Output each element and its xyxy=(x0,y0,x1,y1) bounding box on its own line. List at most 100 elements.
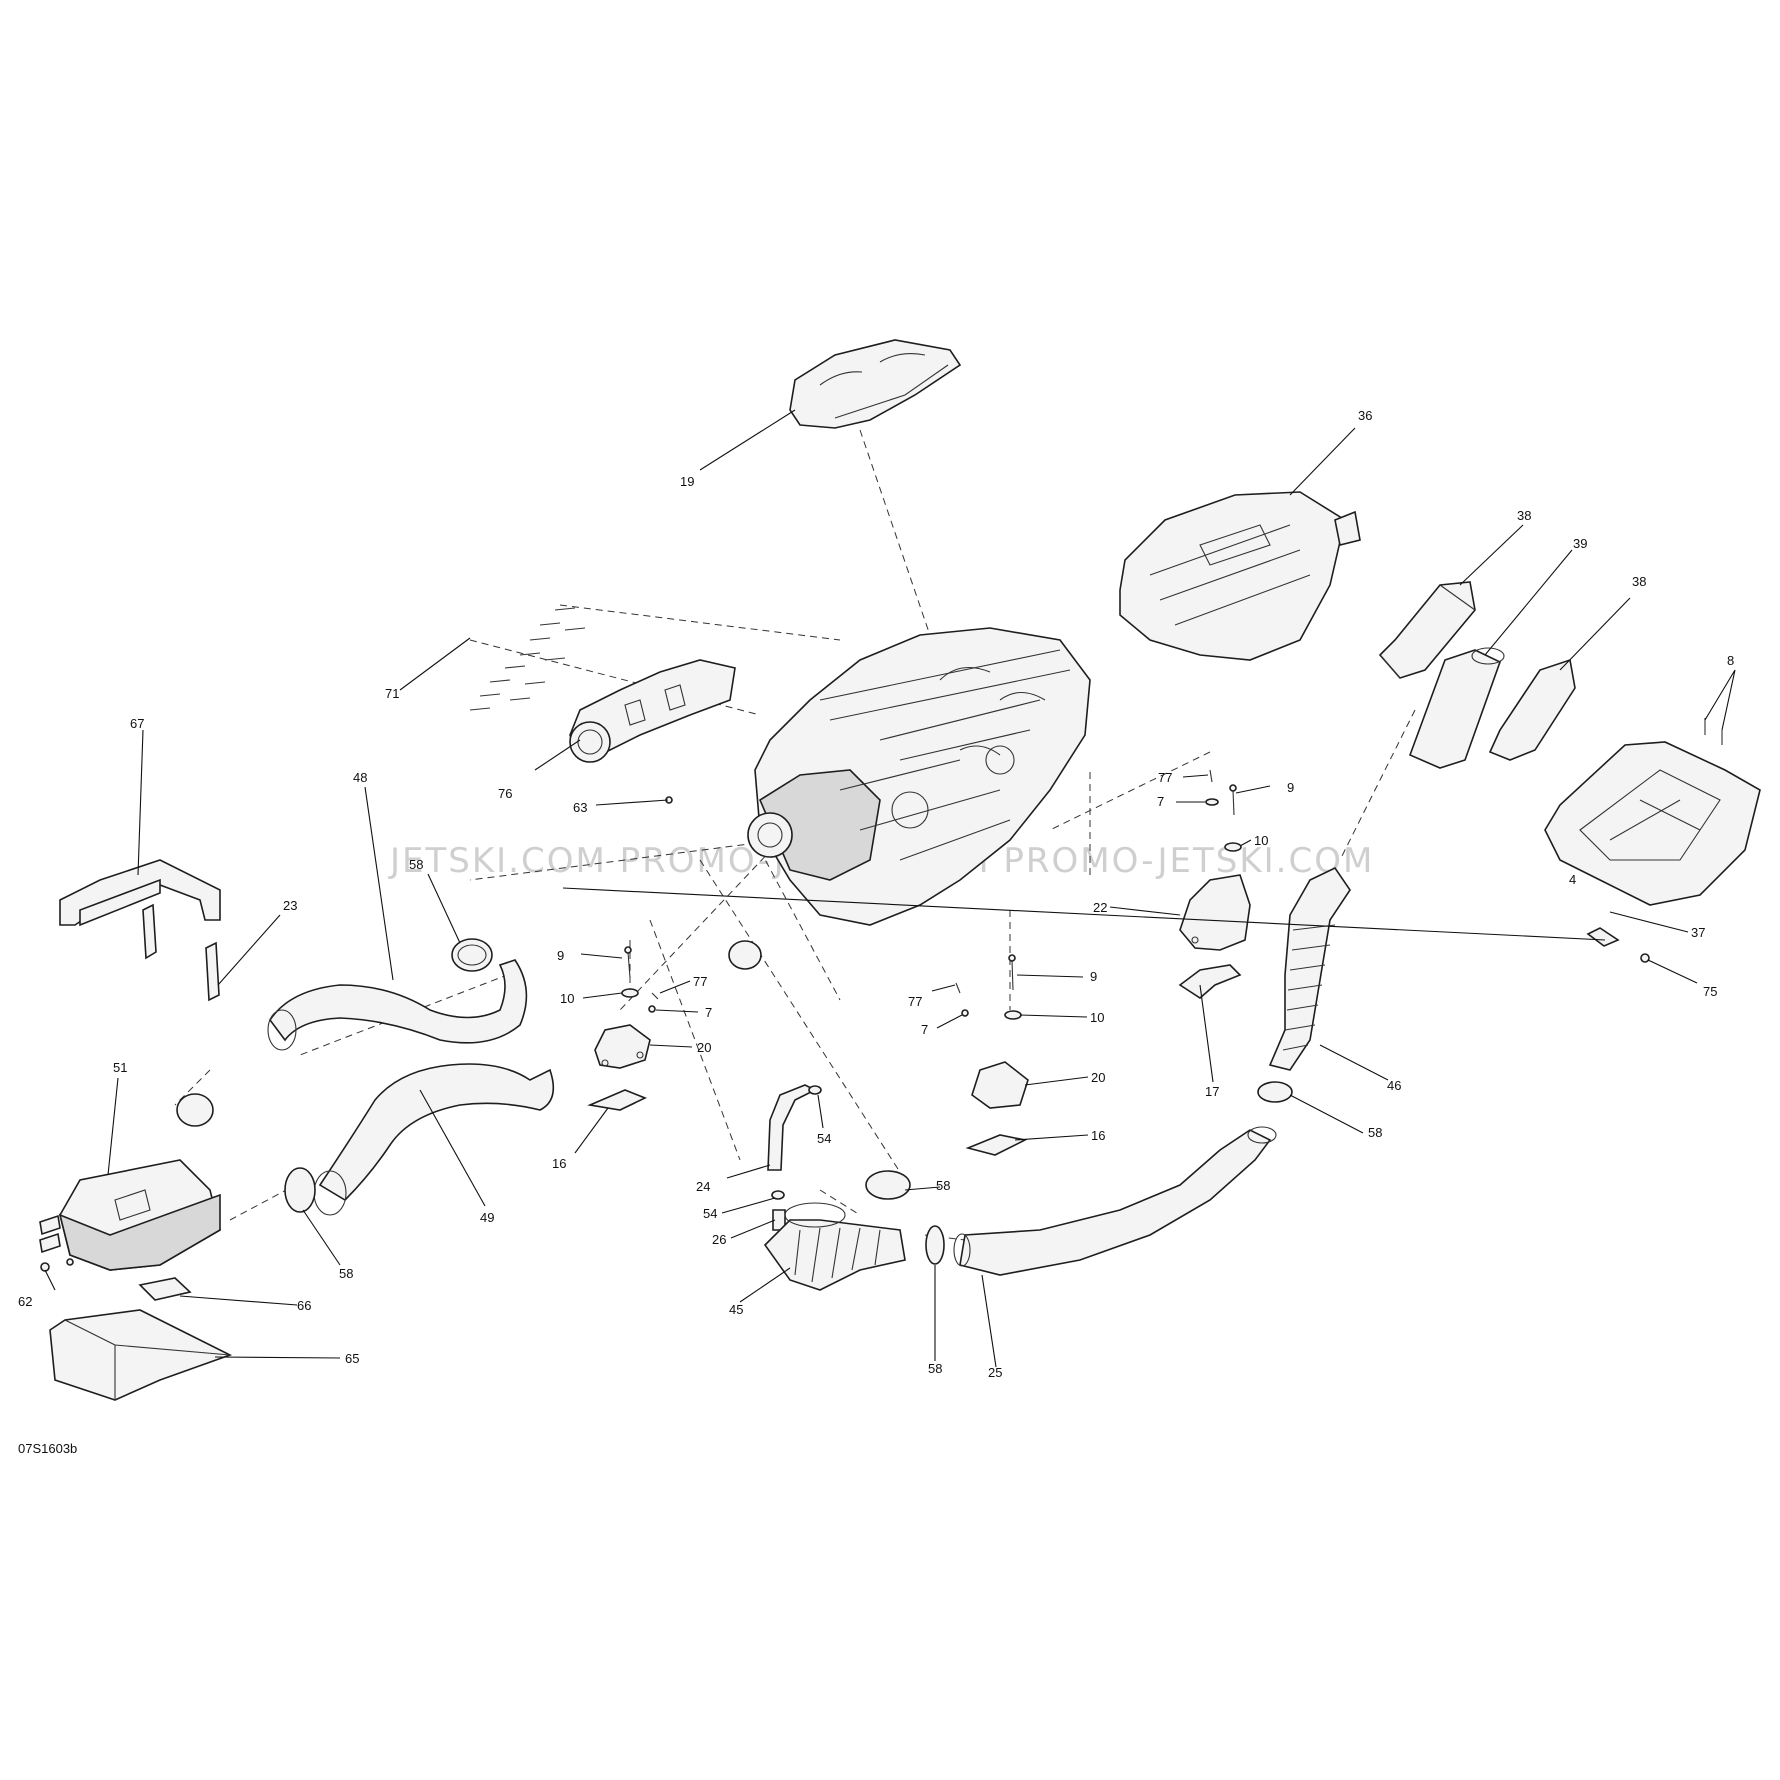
part-58-clamp-a xyxy=(451,938,493,972)
part-7-washer-a xyxy=(648,1005,656,1013)
callout-38-right: 38 xyxy=(1632,574,1646,589)
part-7-washer-c xyxy=(1205,798,1219,806)
part-22-mount-bracket xyxy=(1179,874,1251,951)
part-46-corrugated-hose xyxy=(1268,866,1351,1071)
callout-67: 67 xyxy=(130,716,144,731)
part-36-air-intake-silencer xyxy=(1119,491,1361,661)
callout-8: 8 xyxy=(1727,653,1734,668)
part-58-clamp-d xyxy=(1257,1081,1293,1103)
callout-77-upper: 77 xyxy=(1158,770,1172,785)
part-7-washer-b xyxy=(961,1009,969,1017)
callout-76: 76 xyxy=(498,786,512,801)
part-25-water-tube xyxy=(953,1126,1277,1276)
part-16-plate-b xyxy=(965,1134,1028,1156)
part-39-intake-tube xyxy=(1408,647,1505,769)
leader-lines xyxy=(44,409,1736,1368)
part-10-washer-b xyxy=(1004,1010,1022,1020)
part-75-plug xyxy=(1640,953,1650,963)
part-66-pad xyxy=(138,1277,192,1301)
part-23-mount-plates xyxy=(142,903,220,1002)
callout-65: 65 xyxy=(345,1351,359,1366)
figure-code: 07S1603b xyxy=(18,1441,77,1456)
part-38-intake-hose-right xyxy=(1488,658,1576,761)
part-58-clamp-f xyxy=(865,1170,911,1200)
callout-48: 48 xyxy=(353,770,367,785)
callout-58-d: 58 xyxy=(936,1178,950,1193)
part-77-pin-a xyxy=(651,992,659,1000)
callout-38-left: 38 xyxy=(1517,508,1531,523)
callout-66: 66 xyxy=(297,1298,311,1313)
part-77-pin-c xyxy=(1209,769,1213,783)
callout-10-center: 10 xyxy=(1090,1010,1104,1025)
callout-24: 24 xyxy=(696,1179,710,1194)
part-58-clamp-c xyxy=(284,1167,316,1213)
callout-77-center: 77 xyxy=(908,994,922,1009)
callout-23: 23 xyxy=(283,898,297,913)
part-10-washer-c xyxy=(1224,842,1242,852)
part-54-clamp-a xyxy=(808,1085,822,1095)
callout-58-c: 58 xyxy=(1368,1125,1382,1140)
callout-22: 22 xyxy=(1093,900,1107,915)
callout-20-left: 20 xyxy=(697,1040,711,1055)
part-67-support-bracket xyxy=(59,859,221,927)
callout-39: 39 xyxy=(1573,536,1587,551)
callout-9-left: 9 xyxy=(557,948,564,963)
part-58-clamp-e xyxy=(925,1225,945,1265)
callout-63: 63 xyxy=(573,800,587,815)
callout-36: 36 xyxy=(1358,408,1372,423)
callout-54-upper: 54 xyxy=(817,1131,831,1146)
part-54-clamp-b xyxy=(771,1190,785,1200)
callout-7-upper: 7 xyxy=(1157,794,1164,809)
part-24-hose xyxy=(767,1084,817,1171)
part-45-corrugated-hose xyxy=(763,1202,906,1291)
engine-assembly xyxy=(747,627,1091,926)
part-58-clamp-b xyxy=(176,1093,214,1127)
callout-58-a: 58 xyxy=(409,857,423,872)
part-10-washer-a xyxy=(621,988,639,998)
callout-7-left: 7 xyxy=(705,1005,712,1020)
part-48-hose xyxy=(267,959,528,1051)
callout-20-center: 20 xyxy=(1091,1070,1105,1085)
part-4-tag xyxy=(1586,927,1620,947)
part-49-hose xyxy=(313,1063,555,1216)
callout-46: 46 xyxy=(1387,1078,1401,1093)
part-9-bolt-a xyxy=(624,946,632,979)
part-37-oil-pan xyxy=(1544,741,1761,906)
part-8-screws xyxy=(1704,718,1723,745)
part-9-bolt-b xyxy=(1008,954,1016,991)
part-38-intake-hose-left xyxy=(1378,581,1476,679)
callout-51: 51 xyxy=(113,1060,127,1075)
callout-9-center: 9 xyxy=(1090,969,1097,984)
callout-71: 71 xyxy=(385,686,399,701)
callout-54-lower: 54 xyxy=(703,1206,717,1221)
part-62-fitting xyxy=(40,1258,74,1272)
callout-45: 45 xyxy=(729,1302,743,1317)
part-76-intake-manifold xyxy=(569,659,736,763)
callout-37: 37 xyxy=(1691,925,1705,940)
callout-26: 26 xyxy=(712,1232,726,1247)
callout-10-upper: 10 xyxy=(1254,833,1268,848)
callout-4: 4 xyxy=(1569,872,1576,887)
callout-75: 75 xyxy=(1703,984,1717,999)
callout-7-center: 7 xyxy=(921,1022,928,1037)
part-58-clamp-engine xyxy=(728,940,762,970)
part-19-engine-top-cover xyxy=(789,339,962,429)
callout-9-upper: 9 xyxy=(1287,780,1294,795)
callout-labels: 19 36 38 39 38 8 67 71 76 63 77 7 9 10 2… xyxy=(18,408,1734,1380)
callout-58-b: 58 xyxy=(339,1266,353,1281)
callout-17: 17 xyxy=(1205,1084,1219,1099)
callout-16-left: 16 xyxy=(552,1156,566,1171)
part-77-pin-b xyxy=(955,982,961,994)
callout-10-left: 10 xyxy=(560,991,574,1006)
part-16-plate-a xyxy=(587,1089,647,1111)
part-20-engine-mount-b xyxy=(971,1061,1029,1109)
callout-19: 19 xyxy=(680,474,694,489)
callout-49: 49 xyxy=(480,1210,494,1225)
callout-77-left: 77 xyxy=(693,974,707,989)
part-20-engine-mount-a xyxy=(594,1024,651,1069)
callout-25: 25 xyxy=(988,1365,1002,1380)
part-65-heat-shield xyxy=(49,1309,233,1401)
callout-58-e: 58 xyxy=(928,1361,942,1376)
part-9-bolt-c xyxy=(1229,784,1237,816)
